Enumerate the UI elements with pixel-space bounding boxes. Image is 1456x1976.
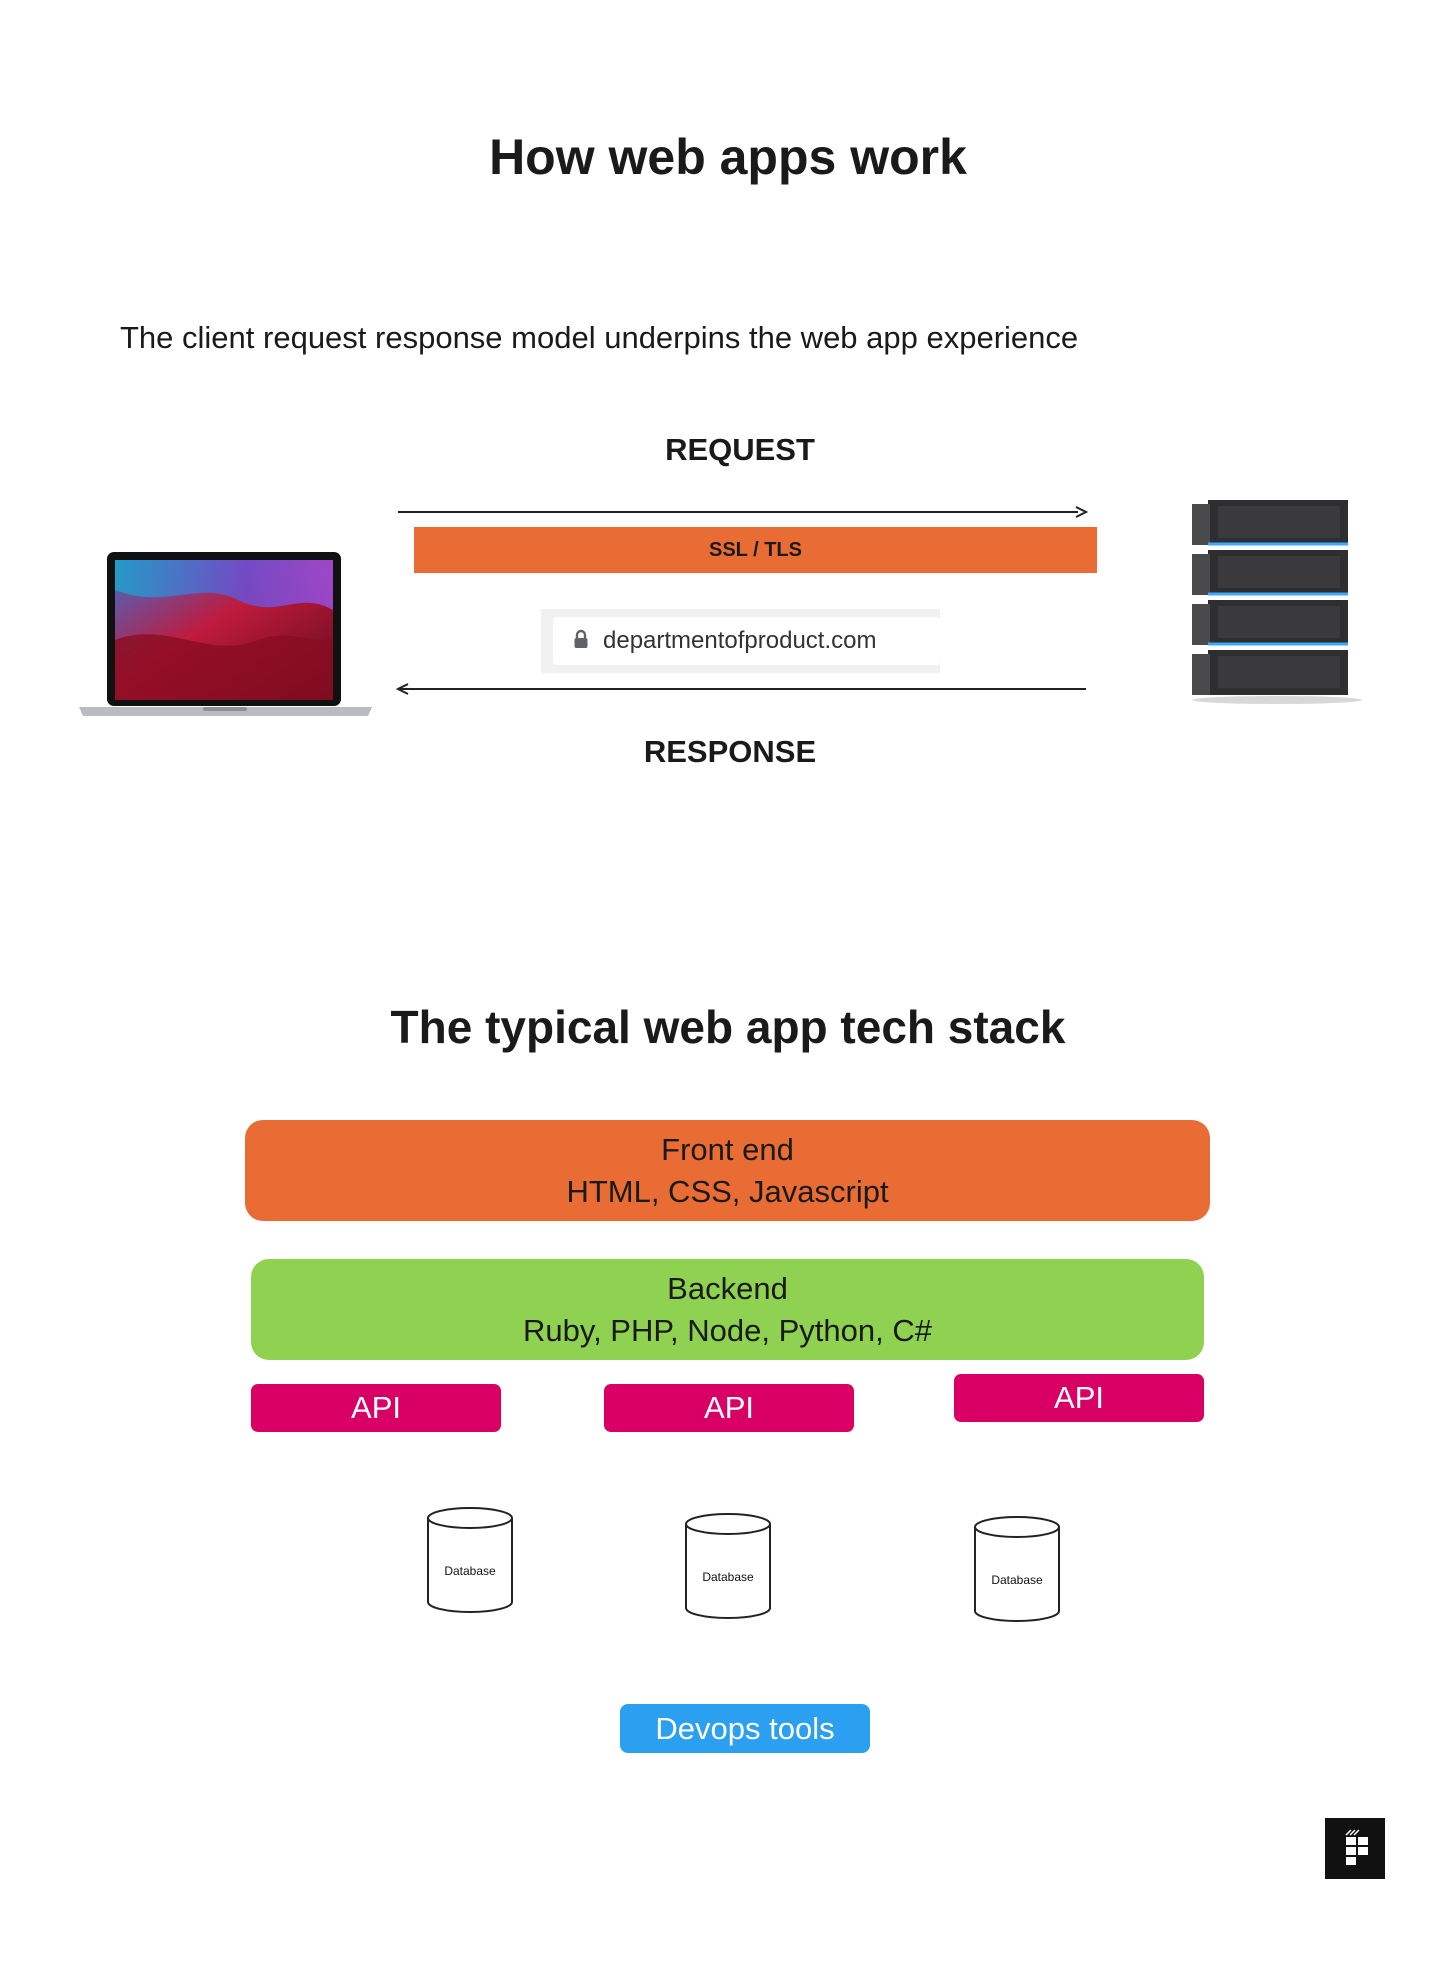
backend-label: Backend bbox=[667, 1270, 788, 1306]
frontend-label: Front end bbox=[661, 1131, 794, 1167]
request-arrow bbox=[398, 505, 1088, 519]
request-label: REQUEST bbox=[665, 432, 815, 467]
ssl-tls-bar: SSL / TLS bbox=[414, 527, 1097, 573]
database-icon: Database bbox=[683, 1512, 773, 1622]
page-title: How web apps work bbox=[489, 129, 967, 185]
frontend-tech: HTML, CSS, Javascript bbox=[566, 1173, 889, 1209]
database-icon: Database bbox=[425, 1506, 515, 1616]
url-text: departmentofproduct.com bbox=[603, 627, 877, 654]
laptop-icon bbox=[78, 550, 373, 720]
api-box: API bbox=[251, 1384, 501, 1432]
stack-title: The typical web app tech stack bbox=[390, 1001, 1066, 1053]
response-label: RESPONSE bbox=[643, 734, 817, 769]
brand-logo-icon bbox=[1325, 1818, 1385, 1879]
api-box: API bbox=[954, 1374, 1204, 1422]
lock-icon bbox=[573, 629, 589, 654]
backend-layer: Backend Ruby, PHP, Node, Python, C# bbox=[251, 1259, 1204, 1360]
database-label: Database bbox=[991, 1573, 1043, 1587]
api-box: API bbox=[604, 1384, 854, 1432]
page-subtitle: The client request response model underp… bbox=[120, 320, 1079, 355]
server-rack-icon bbox=[1182, 490, 1372, 705]
response-arrow bbox=[396, 682, 1086, 696]
frontend-layer: Front end HTML, CSS, Javascript bbox=[245, 1120, 1210, 1221]
database-icon: Database bbox=[972, 1515, 1062, 1625]
database-label: Database bbox=[444, 1564, 496, 1578]
backend-tech: Ruby, PHP, Node, Python, C# bbox=[523, 1312, 932, 1348]
database-label: Database bbox=[702, 1570, 754, 1584]
browser-url-bar: departmentofproduct.com bbox=[541, 609, 940, 673]
devops-tools-box: Devops tools bbox=[620, 1704, 870, 1753]
